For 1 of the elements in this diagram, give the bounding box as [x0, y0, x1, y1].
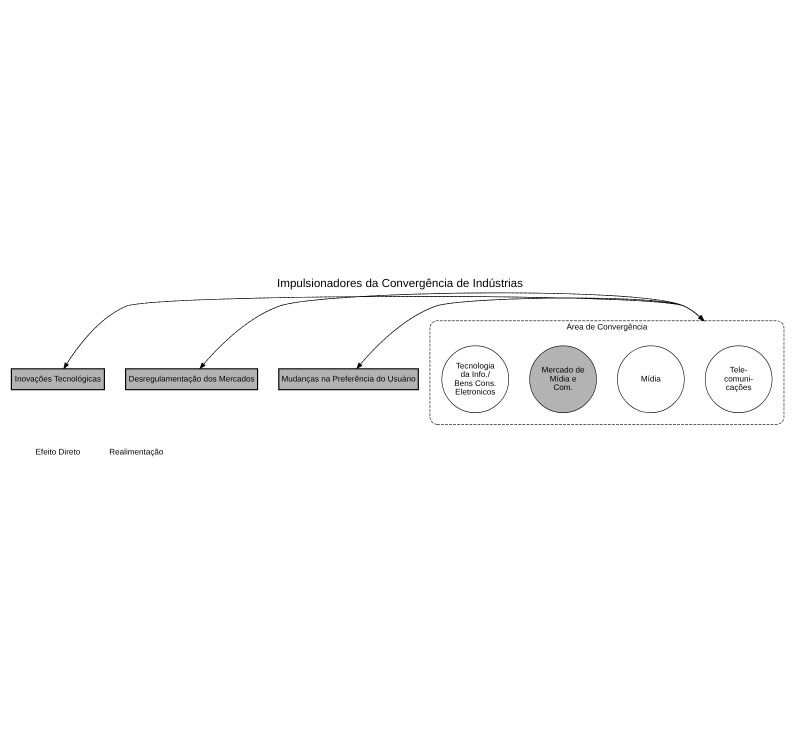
diagram-title: Impulsionadores da Convergência de Indústrias: [277, 276, 523, 290]
